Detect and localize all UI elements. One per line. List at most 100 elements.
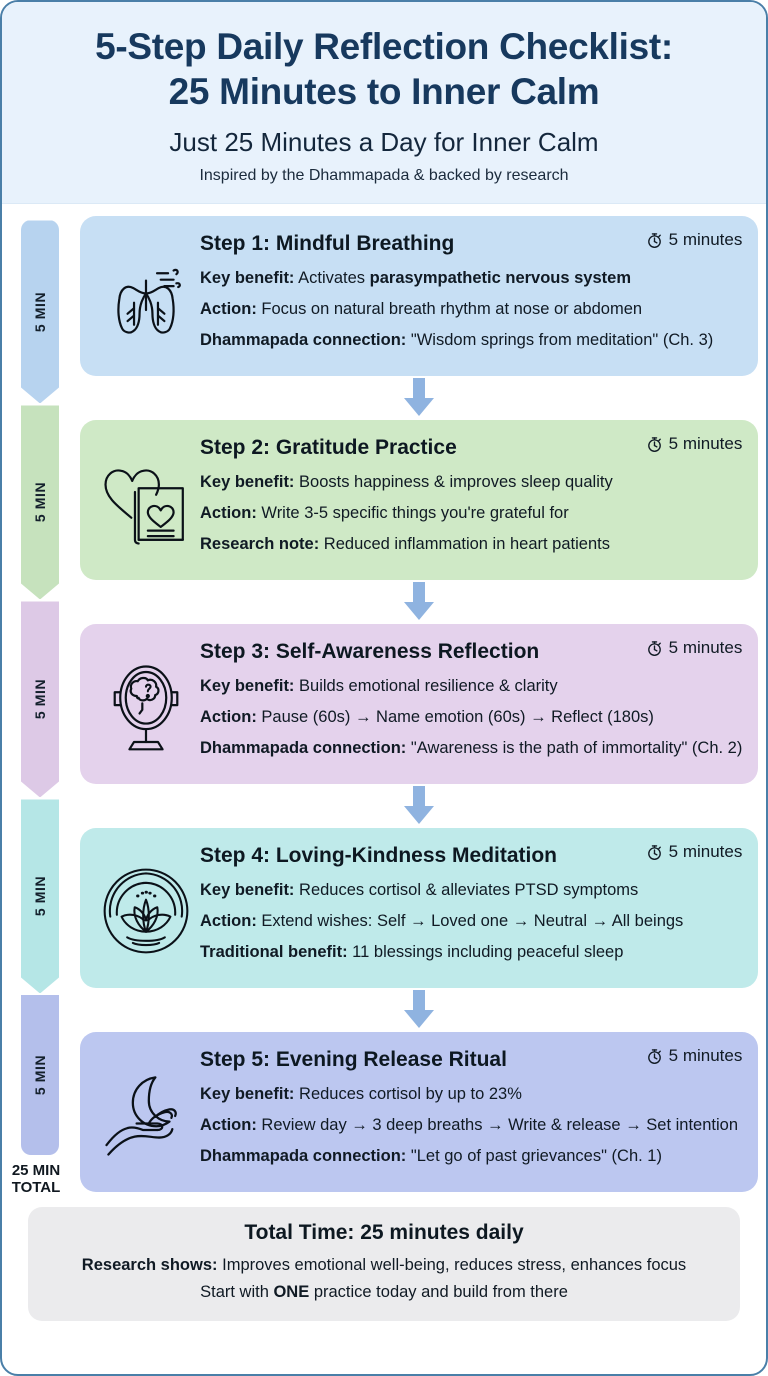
step-detail-line: Key benefit: Reduces cortisol by up to 2… bbox=[200, 1079, 742, 1110]
step-header: Step 1: Mindful Breathing 5 minutes bbox=[200, 230, 742, 256]
step-duration: 5 minutes bbox=[645, 842, 742, 862]
step-detail-label: Action: bbox=[200, 503, 257, 522]
moon-hand-icon bbox=[96, 1068, 196, 1162]
step-title: Step 2: Gratitude Practice bbox=[200, 436, 457, 460]
step-detail-label: Action: bbox=[200, 911, 257, 930]
footer-cta-emphasis: ONE bbox=[273, 1282, 310, 1301]
footer-wrapper: Total Time: 25 minutes daily Research sh… bbox=[2, 1197, 766, 1337]
step-detail-label: Dhammapada connection: bbox=[200, 739, 407, 758]
step-detail-line: Dhammapada connection: "Awareness is the… bbox=[200, 733, 742, 764]
timeline-segment-label: 5 MIN bbox=[32, 876, 48, 917]
step-detail-line: Action: Extend wishes: Self → Loved one … bbox=[200, 906, 742, 937]
step-detail-text: Focus on natural breath rhythm at nose o… bbox=[256, 299, 643, 318]
step-detail-line: Key benefit: Boosts happiness & improves… bbox=[200, 467, 742, 498]
timeline-total-word: TOTAL bbox=[11, 1179, 61, 1197]
page-title: 5-Step Daily Reflection Checklist: 25 Mi… bbox=[28, 24, 740, 114]
step-duration-text: 5 minutes bbox=[668, 1046, 743, 1066]
step-detail-line: Key benefit: Activates parasympathetic n… bbox=[200, 263, 742, 294]
step-detail-line: Dhammapada connection: "Let go of past g… bbox=[200, 1141, 742, 1172]
timeline-segment-2: 5 MIN bbox=[21, 405, 59, 599]
step-duration-text: 5 minutes bbox=[668, 638, 743, 658]
timeline-segment-label: 5 MIN bbox=[32, 291, 48, 333]
step-connector-arrow bbox=[80, 784, 758, 828]
footer-cta-line: Start with ONE practice today and build … bbox=[46, 1279, 722, 1306]
step-detail-label: Dhammapada connection: bbox=[200, 331, 407, 350]
step-title: Step 1: Mindful Breathing bbox=[200, 232, 455, 256]
stopwatch-icon bbox=[645, 1046, 664, 1066]
lungs-icon bbox=[100, 253, 192, 345]
timeline-segment-label: 5 MIN bbox=[32, 679, 48, 720]
step-detail-label: Action: bbox=[200, 707, 257, 726]
step-icon-container bbox=[94, 247, 198, 345]
footer-research-text: Improves emotional well-being, reduces s… bbox=[217, 1256, 687, 1275]
page-subtitle: Just 25 Minutes a Day for Inner Calm bbox=[169, 127, 599, 158]
page-title-line-1: 5-Step Daily Reflection Checklist: bbox=[95, 26, 673, 67]
timeline-segment-label: 5 MIN bbox=[32, 1055, 48, 1096]
step-detail-line: Action: Focus on natural breath rhythm a… bbox=[200, 294, 742, 325]
step-icon-container bbox=[94, 653, 198, 755]
step-detail-text: Boosts happiness & improves sleep qualit… bbox=[294, 472, 613, 491]
step-detail-label: Key benefit: bbox=[200, 676, 295, 695]
page-title-line-2: 25 Minutes to Inner Calm bbox=[168, 71, 600, 113]
page-header: 5-Step Daily Reflection Checklist: 25 Mi… bbox=[2, 2, 766, 205]
step-connector-arrow bbox=[80, 580, 758, 624]
lotus-icon bbox=[99, 864, 193, 958]
step-header: Step 4: Loving-Kindness Meditation 5 minu… bbox=[200, 842, 742, 868]
summary-footer: Total Time: 25 minutes daily Research sh… bbox=[28, 1207, 740, 1322]
step-detail-text: "Awareness is the path of immortality" (… bbox=[406, 739, 743, 758]
step-detail-label: Key benefit: bbox=[200, 880, 295, 899]
step-detail-line: Action: Write 3-5 specific things you're… bbox=[200, 498, 742, 529]
step-detail-line: Traditional benefit: 11 blessings includ… bbox=[200, 937, 742, 968]
timeline-segment-label: 5 MIN bbox=[32, 482, 48, 523]
footer-research-label: Research shows: bbox=[81, 1256, 218, 1275]
step-detail-text: Reduced inflammation in heart patients bbox=[319, 535, 610, 554]
step-detail-emphasis: parasympathetic nervous system bbox=[369, 268, 632, 287]
step-duration-text: 5 minutes bbox=[668, 434, 743, 454]
step-icon-container bbox=[94, 858, 198, 958]
step-detail-text: Pause (60s) → Name emotion (60s) → Refle… bbox=[256, 707, 654, 726]
step-connector-arrow bbox=[80, 376, 758, 420]
step-detail-label: Key benefit: bbox=[200, 1084, 295, 1103]
step-detail-line: Action: Review day → 3 deep breaths → Wr… bbox=[200, 1110, 742, 1141]
step-title: Step 4: Loving-Kindness Meditation bbox=[200, 844, 558, 868]
step-header: Step 2: Gratitude Practice 5 minutes bbox=[200, 434, 742, 460]
step-detail-line: Research note: Reduced inflammation in h… bbox=[200, 529, 742, 560]
page-tagline: Inspired by the Dhammapada & backed by r… bbox=[199, 167, 569, 185]
step-detail-label: Action: bbox=[200, 299, 257, 318]
step-body: Step 4: Loving-Kindness Meditation 5 minu… bbox=[198, 842, 742, 968]
step-duration: 5 minutes bbox=[645, 230, 742, 250]
stopwatch-icon bbox=[645, 638, 664, 658]
step-detail-label: Research note: bbox=[200, 535, 320, 554]
stopwatch-icon bbox=[645, 434, 664, 454]
step-detail-text: Review day → 3 deep breaths → Write & re… bbox=[256, 1115, 739, 1134]
step-connector-arrow bbox=[80, 988, 758, 1032]
footer-research-line: Research shows: Improves emotional well-… bbox=[46, 1252, 722, 1279]
step-detail-label: Key benefit: bbox=[200, 472, 295, 491]
step-icon-container bbox=[94, 451, 198, 549]
timeline-segment-4: 5 MIN bbox=[21, 799, 59, 993]
footer-cta-post: practice today and build from there bbox=[309, 1282, 568, 1301]
step-duration: 5 minutes bbox=[645, 638, 743, 658]
step-detail-text: "Wisdom springs from meditation" (Ch. 3) bbox=[406, 331, 714, 350]
step-detail-text: Reduces cortisol & alleviates PTSD sympt… bbox=[294, 880, 639, 899]
step-detail-text: Reduces cortisol by up to 23% bbox=[294, 1084, 522, 1103]
step-card-4[interactable]: Step 4: Loving-Kindness Meditation 5 minu… bbox=[80, 828, 759, 989]
heart-journal-icon bbox=[98, 457, 194, 549]
step-detail-line: Key benefit: Reduces cortisol & alleviat… bbox=[200, 875, 742, 906]
step-detail-text: Builds emotional resilience & clarity bbox=[294, 676, 558, 695]
timeline-segment-5: 5 MIN bbox=[21, 995, 59, 1156]
step-duration: 5 minutes bbox=[645, 434, 743, 454]
timeline-total-minutes: 25 MIN bbox=[11, 1162, 61, 1180]
